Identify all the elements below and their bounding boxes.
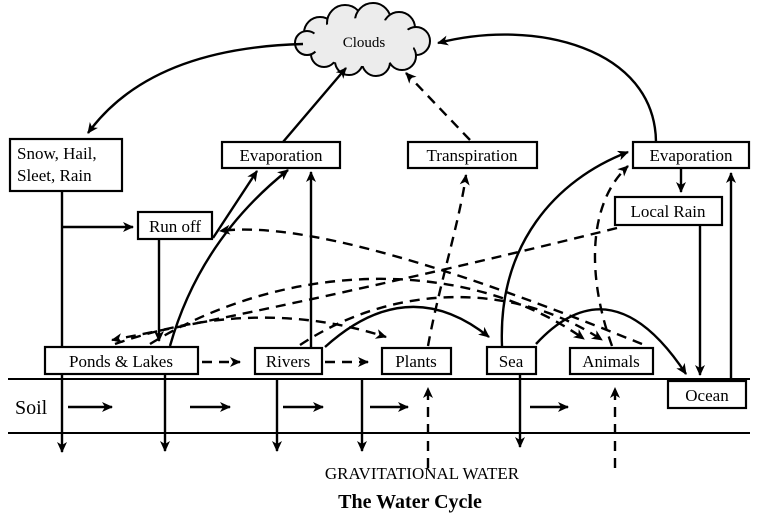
node-run-off: Run off [136,210,214,241]
arrow-plants-to-transpiration [426,174,470,347]
snow-label-line1: Snow, Hail, [17,144,97,163]
arrow-sea-to-ocean [535,308,688,375]
arrow-rivers-to-sea [324,305,490,348]
evaporation-right-label: Evaporation [649,146,733,165]
arrow-rivers-to-animals [299,295,603,347]
clouds-shape [294,2,431,77]
arrow-clouds-to-snow [87,42,304,134]
arrow-ponds-to-evaporation-left [168,169,289,347]
soil-label: Soil [15,397,48,419]
ocean-label: Ocean [685,386,729,405]
node-evaporation-left: Evaporation [220,140,342,170]
arrow-animals-to-runoff [219,224,643,346]
transpiration-label: Transpiration [427,146,518,165]
rivers-label: Rivers [266,352,310,371]
arrow-sea-to-evaporation-right [500,150,629,347]
node-ocean: Ocean [666,379,748,410]
evaporation-left-label: Evaporation [239,146,323,165]
arrow-animals-to-evaporation-right [593,165,629,347]
arrow-ponds-to-animals [149,277,585,346]
sea-label: Sea [499,352,524,371]
arrow-evaporation-left-to-clouds [282,67,347,143]
local-rain-label: Local Rain [630,202,706,221]
node-local-rain: Local Rain [613,195,724,227]
node-ponds-lakes: Ponds & Lakes [43,345,200,376]
gravitational-water-label: GRAVITATIONAL WATER [325,464,520,483]
plants-label: Plants [395,352,437,371]
arrow-evaporation-right-to-clouds [437,33,658,143]
node-transpiration: Transpiration [406,140,539,170]
animals-label: Animals [582,352,640,371]
node-sea: Sea [485,345,538,376]
ponds-lakes-label: Ponds & Lakes [69,352,173,371]
arrow-transpiration-to-clouds [405,72,471,141]
snow-label-line2: Sleet, Rain [17,166,92,185]
diagram-title: The Water Cycle [338,491,482,513]
run-off-label: Run off [149,217,201,236]
node-snow: Snow, Hail, Sleet, Rain [8,137,124,193]
node-rivers: Rivers [253,346,324,376]
node-evaporation-right: Evaporation [631,140,751,170]
node-plants: Plants [380,346,453,376]
arrow-local-rain-to-ponds [111,226,618,344]
clouds-label: Clouds [343,35,386,51]
node-animals: Animals [568,346,655,376]
